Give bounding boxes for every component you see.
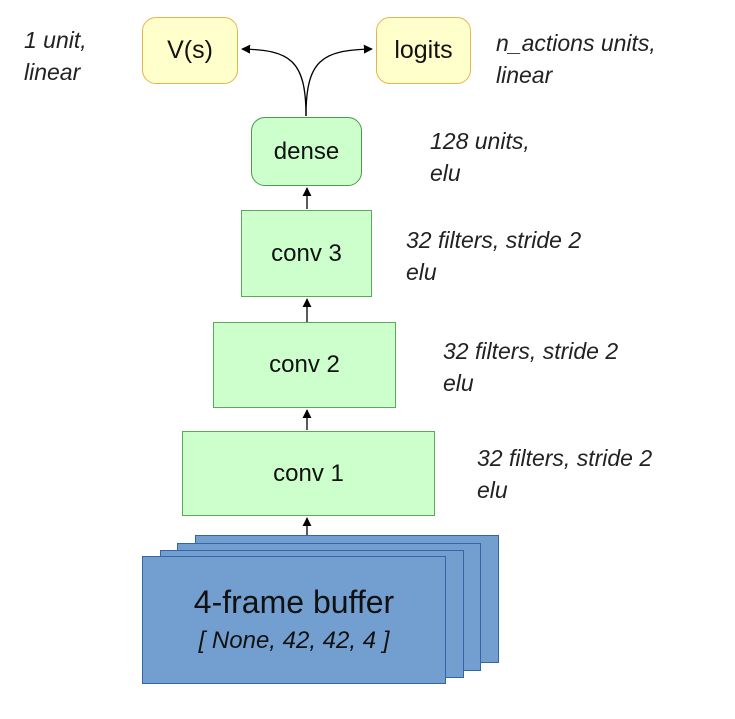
arrow-dense-to-logits <box>305 44 373 117</box>
annotation-line: n_actions units, <box>496 30 656 56</box>
annotation-line: elu <box>430 160 461 186</box>
annotation-line: linear <box>24 59 81 85</box>
value-head-node: V(s) <box>142 17 238 84</box>
conv3-layer-label: conv 3 <box>271 239 342 267</box>
conv2-layer-node: conv 2 <box>213 322 396 408</box>
conv2-layer-label: conv 2 <box>269 351 340 378</box>
annotation-line: 32 filters, stride 2 <box>406 227 582 253</box>
frame-buffer-shape: [ None, 42, 42, 4 ] <box>198 626 390 654</box>
dense-layer-node: dense <box>251 117 362 186</box>
frame-buffer-input-node: 4-frame buffer [ None, 42, 42, 4 ] <box>142 556 446 684</box>
conv2-layer-annotation: 32 filters, stride 2 elu <box>443 335 618 399</box>
arrow-dense-to-value <box>241 44 307 117</box>
logits-head-label: logits <box>394 36 453 64</box>
annotation-line: 128 units, <box>430 128 530 154</box>
conv1-layer-label: conv 1 <box>273 459 344 487</box>
conv1-layer-annotation: 32 filters, stride 2 elu <box>477 442 652 506</box>
value-head-annotation: 1 unit, linear <box>24 24 87 88</box>
annotation-line: 32 filters, stride 2 <box>443 338 619 364</box>
annotation-line: elu <box>406 259 437 285</box>
annotation-line: elu <box>477 477 508 503</box>
value-head-label: V(s) <box>167 36 213 64</box>
dense-layer-annotation: 128 units, elu <box>430 125 530 189</box>
annotation-line: 32 filters, stride 2 <box>477 445 653 471</box>
frame-buffer-title: 4-frame buffer <box>193 584 395 621</box>
annotation-line: 1 unit, <box>24 27 87 53</box>
conv3-layer-annotation: 32 filters, stride 2 elu <box>406 224 581 288</box>
annotation-line: elu <box>443 370 474 396</box>
conv1-layer-node: conv 1 <box>182 431 435 516</box>
annotation-line: linear <box>496 62 553 88</box>
logits-head-annotation: n_actions units, linear <box>496 27 656 91</box>
conv3-layer-node: conv 3 <box>241 210 372 297</box>
logits-head-node: logits <box>376 17 471 84</box>
dense-layer-label: dense <box>273 137 340 165</box>
